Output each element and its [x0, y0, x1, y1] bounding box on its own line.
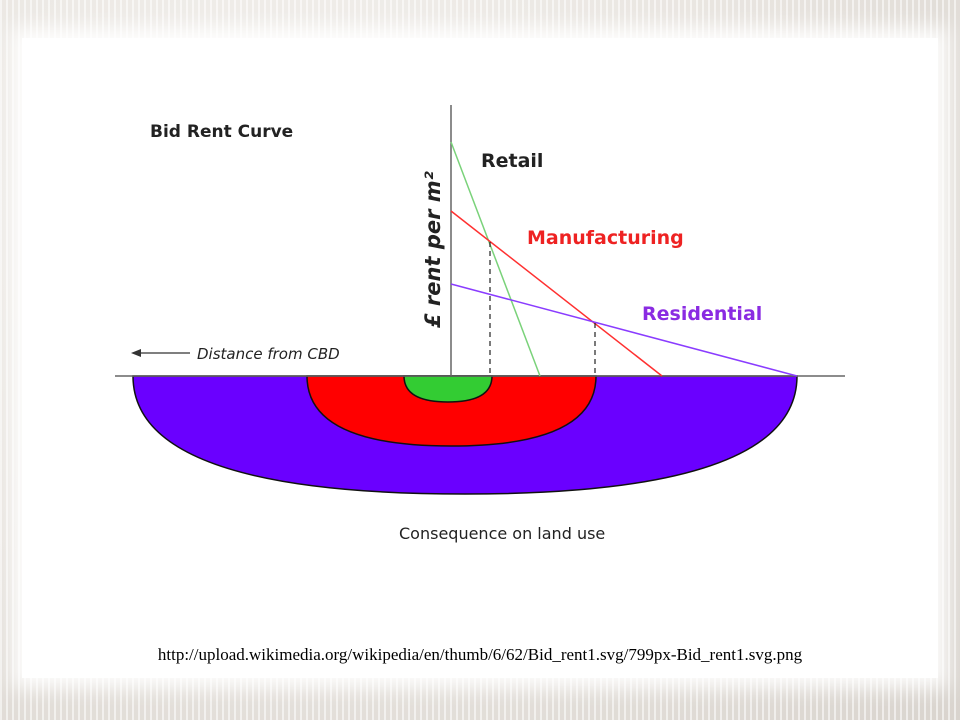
diagram-caption: Consequence on land use [399, 524, 605, 543]
manufacturing-curve [450, 210, 663, 377]
manufacturing-label: Manufacturing [527, 227, 684, 249]
retail-zone [403, 375, 493, 403]
manufacturing-zone [306, 375, 597, 447]
content-panel [22, 38, 938, 678]
diagram-title: Bid Rent Curve [150, 122, 293, 142]
retail-curve [450, 141, 541, 377]
retail-label: Retail [481, 150, 543, 172]
source-url: http://upload.wikimedia.org/wikipedia/en… [157, 645, 803, 664]
distance-arrow-head [131, 349, 141, 357]
x-axis-label: Distance from CBD [197, 345, 340, 363]
residential-label: Residential [642, 303, 762, 325]
bid-rent-diagram: Bid Rent Curve £ rent per m² Distance fr… [115, 105, 845, 543]
y-axis-label: £ rent per m² [421, 170, 445, 328]
residential-curve [450, 283, 798, 377]
